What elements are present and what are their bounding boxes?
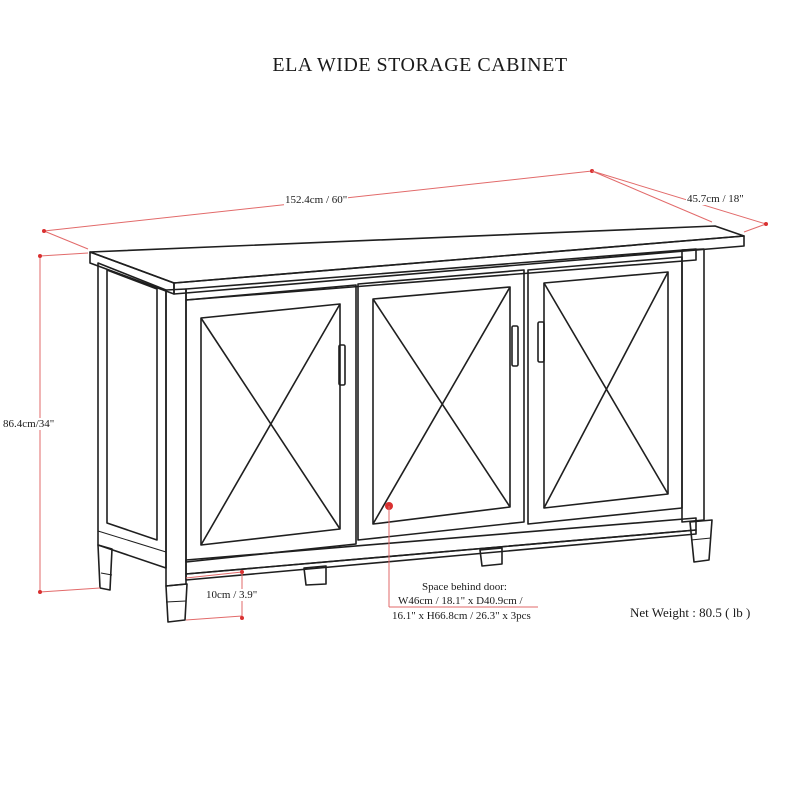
cabinet-side (97, 262, 167, 591)
door-left (185, 284, 357, 563)
net-weight: Net Weight : 80.5 ( lb ) (630, 605, 751, 620)
clearance-dimension-line (185, 570, 244, 621)
depth-label: 45.7cm / 18" (686, 193, 745, 205)
space-note-line1: Space behind door: (422, 581, 507, 593)
handle-icon (511, 325, 519, 367)
space-note-line3: 16.1" x H66.8cm / 26.3" x 3pcs (392, 610, 531, 622)
door-handles (338, 321, 545, 386)
space-note-line2: W46cm / 18.1" x D40.9cm / (398, 595, 523, 607)
height-label: 86.4cm/34" (2, 418, 56, 430)
handle-icon (338, 344, 346, 386)
cabinet-front-frame (165, 248, 713, 623)
depth-dimension-line (591, 170, 768, 233)
cabinet-back-legs (303, 547, 503, 586)
width-dimension-line (42, 169, 713, 250)
door-middle (357, 269, 525, 541)
door-right (527, 256, 683, 525)
clearance-label: 10cm / 3.9" (205, 589, 259, 601)
page-title: ELA WIDE STORAGE CABINET (272, 54, 568, 76)
space-marker (385, 502, 538, 608)
handle-icon (537, 321, 545, 363)
width-label: 152.4cm / 60" (284, 194, 349, 206)
